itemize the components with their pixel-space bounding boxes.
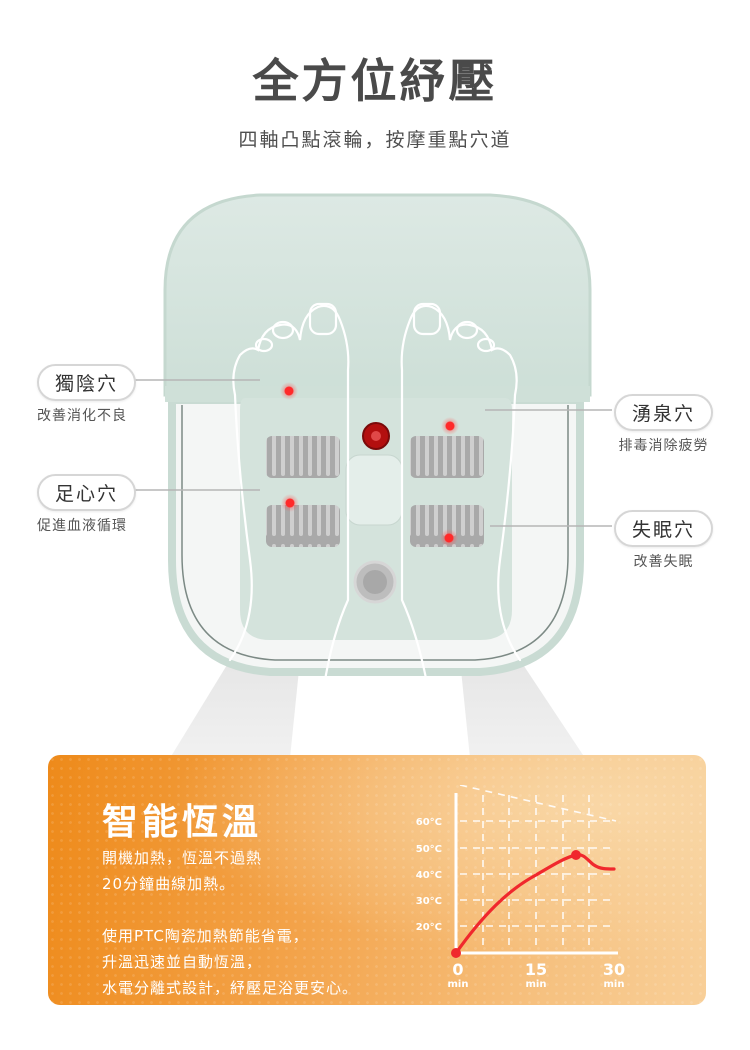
y-tick: 20°C	[416, 922, 442, 933]
acupoint-caption: 改善消化不良	[37, 408, 127, 424]
x-tick: 30	[603, 960, 625, 979]
y-tick: 60°C	[416, 817, 442, 828]
y-tick: 50°C	[416, 844, 442, 855]
acupoint-dot	[441, 417, 459, 435]
page-title: 全方位紓壓	[252, 54, 498, 108]
temperature-chart: 60°C 50°C 40°C 30°C 20°C 0 min 15 min 30…	[416, 785, 626, 990]
roller	[266, 505, 340, 547]
acupoint-label: 足心穴	[37, 474, 137, 511]
callout-duyin: 獨陰穴 改善消化不良	[37, 364, 137, 425]
feature-line: 升溫迅速並自動恆溫，	[102, 953, 263, 971]
y-tick-labels: 60°C 50°C 40°C 30°C 20°C	[416, 817, 442, 933]
acupoint-caption: 改善失眠	[633, 554, 694, 570]
acupoint-label: 獨陰穴	[37, 364, 137, 401]
x-tick-unit: min	[526, 979, 547, 990]
acupoint-dot	[440, 529, 458, 547]
roller	[266, 436, 340, 478]
callout-zuxin: 足心穴 促進血液循環	[37, 474, 137, 535]
x-tick-labels: 0 min 15 min 30 min	[448, 960, 626, 990]
y-tick: 40°C	[416, 870, 442, 881]
callout-yongquan: 湧泉穴 排毒消除疲勞	[614, 394, 714, 455]
x-tick-unit: min	[448, 979, 469, 990]
feature-line: 開機加熱，恆溫不過熱	[102, 849, 263, 867]
page-subtitle: 四軸凸點滾輪，按摩重點穴道	[238, 129, 512, 151]
roller	[410, 436, 484, 478]
foot-spa-illustration	[135, 193, 612, 758]
acupoint-caption: 促進血液循環	[37, 518, 127, 534]
acupoint-dot	[280, 382, 298, 400]
chart-grid	[459, 785, 617, 950]
light-beam	[170, 660, 300, 758]
feature-line: 水電分離式設計，紓壓足浴更安心。	[102, 979, 359, 997]
acupoint-label: 湧泉穴	[614, 394, 714, 431]
x-tick-unit: min	[604, 979, 625, 990]
x-tick: 15	[525, 960, 547, 979]
feature-line: 使用PTC陶瓷加熱節能省電，	[102, 927, 309, 945]
y-tick: 30°C	[416, 896, 442, 907]
curve-peak-marker	[571, 850, 581, 860]
acupoint-label: 失眠穴	[614, 510, 714, 547]
light-beam	[460, 660, 585, 758]
callout-shimian: 失眠穴 改善失眠	[614, 510, 714, 571]
feature-title: 智能恆溫	[102, 802, 263, 843]
feature-description: 開機加熱，恆溫不過熱 20分鐘曲線加熱。 使用PTC陶瓷加熱節能省電， 升溫迅速…	[102, 845, 358, 1001]
dot-pattern-bg	[48, 755, 706, 1005]
x-tick: 0	[452, 960, 463, 979]
acupoint-caption: 排毒消除疲勞	[618, 438, 709, 454]
smart-temperature-panel: 智能恆溫 開機加熱，恆溫不過熱 20分鐘曲線加熱。 使用PTC陶瓷加熱節能省電，…	[48, 755, 706, 1005]
roller	[410, 505, 484, 547]
acupoint-dot	[281, 494, 299, 512]
curve-start-marker	[451, 948, 461, 958]
temperature-curve	[454, 853, 616, 955]
feature-line: 20分鐘曲線加熱。	[102, 875, 236, 893]
